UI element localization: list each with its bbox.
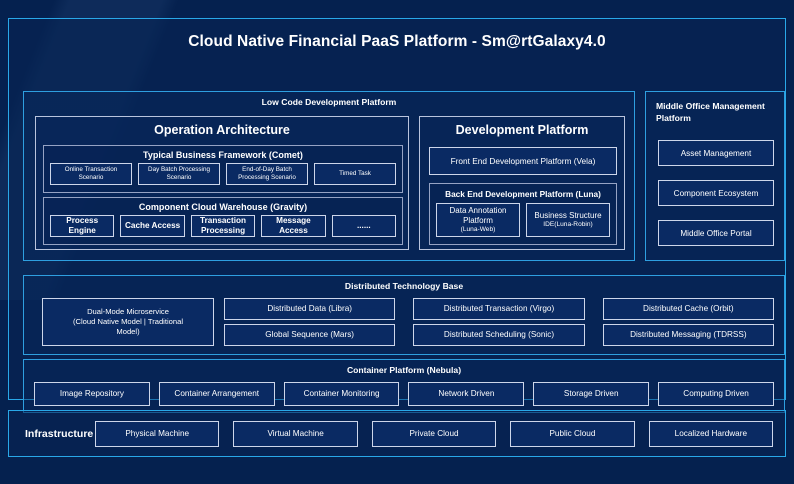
subpanel-title-comet: Typical Business Framework (Comet): [143, 150, 303, 160]
box-asset-management[interactable]: Asset Management: [658, 140, 774, 166]
infrastructure-row: Physical Machine Virtual Machine Private…: [95, 420, 777, 447]
box-distributed-cache[interactable]: Distributed Cache (Orbit): [602, 298, 774, 320]
subpanel-typical-business-framework: Typical Business Framework (Comet) Onlin…: [43, 145, 403, 193]
panel-operation-architecture: Operation Architecture Typical Business …: [35, 116, 409, 250]
box-container-arrangement[interactable]: Container Arrangement: [158, 382, 275, 406]
dual-mode-line-2: (Cloud Native Model | Traditional: [72, 316, 184, 326]
box-business-structure-label: Business Structure: [534, 211, 602, 221]
subpanel-title-luna: Back End Development Platform (Luna): [445, 189, 601, 199]
box-process-engine[interactable]: Process Engine: [50, 215, 115, 237]
box-cache-access[interactable]: Cache Access: [120, 215, 185, 237]
box-private-cloud[interactable]: Private Cloud: [371, 420, 497, 447]
box-gravity-more[interactable]: ......: [331, 215, 397, 237]
box-day-batch-processing-scenario[interactable]: Day Batch Processing Scenario: [138, 163, 220, 185]
box-container-monitoring[interactable]: Container Monitoring: [283, 382, 400, 406]
box-distributed-data[interactable]: Distributed Data (Libra): [224, 298, 396, 320]
box-message-access[interactable]: Message Access: [261, 215, 326, 237]
box-storage-driven[interactable]: Storage Driven: [533, 382, 650, 406]
section-middle-office-management-platform: Middle Office Management Platform Asset …: [645, 91, 785, 261]
section-infrastructure: Infrastructure Physical Machine Virtual …: [8, 410, 786, 457]
panel-development-platform: Development Platform Front End Developme…: [419, 116, 625, 250]
box-distributed-messaging[interactable]: Distributed Messaging (TDRSS): [602, 324, 774, 346]
box-physical-machine[interactable]: Physical Machine: [95, 420, 220, 447]
infrastructure-label: Infrastructure: [25, 427, 94, 440]
dual-mode-line-3: Model): [116, 327, 140, 336]
box-data-annotation-platform-label: Data Annotation Platform: [449, 206, 507, 225]
box-localized-hardware[interactable]: Localized Hardware: [648, 420, 774, 447]
subpanel-back-end-development-platform: Back End Development Platform (Luna) Dat…: [429, 183, 617, 245]
section-distributed-technology-base: Distributed Technology Base Dual-Mode Mi…: [23, 275, 785, 355]
box-business-structure-sub: IDE(Luna-Robin): [543, 220, 593, 228]
section-title-middle-office: Middle Office Management Platform: [656, 101, 765, 123]
box-public-cloud[interactable]: Public Cloud: [510, 420, 635, 447]
section-low-code-development-platform: Low Code Development Platform Operation …: [23, 91, 635, 261]
panel-title-operation-architecture: Operation Architecture: [154, 123, 290, 137]
box-global-sequence[interactable]: Global Sequence (Mars): [224, 324, 396, 346]
luna-item-row: Data Annotation Platform (Luna-Web) Busi…: [430, 203, 616, 237]
box-distributed-scheduling[interactable]: Distributed Scheduling (Sonic): [413, 324, 585, 346]
box-transaction-processing[interactable]: Transaction Processing: [190, 215, 256, 237]
distributed-technology-grid: Distributed Data (Libra) Distributed Tra…: [224, 298, 774, 346]
box-dual-mode-microservice[interactable]: Dual-Mode Microservice (Cloud Native Mod…: [42, 298, 214, 346]
dual-mode-line-1: Dual-Mode Microservice: [87, 306, 169, 316]
panel-title-development-platform: Development Platform: [455, 123, 589, 137]
gravity-item-row: Process Engine Cache Access Transaction …: [44, 215, 402, 237]
container-platform-row: Image Repository Container Arrangement C…: [34, 382, 774, 406]
box-distributed-transaction[interactable]: Distributed Transaction (Virgo): [413, 298, 585, 320]
page-title: Cloud Native Financial PaaS Platform - S…: [188, 33, 606, 50]
box-component-ecosystem[interactable]: Component Ecosystem: [658, 180, 774, 206]
box-computing-driven[interactable]: Computing Driven: [658, 382, 774, 406]
section-title-container-platform: Container Platform (Nebula): [346, 365, 462, 375]
section-container-platform: Container Platform (Nebula) Image Reposi…: [23, 359, 785, 413]
box-middle-office-portal[interactable]: Middle Office Portal: [658, 220, 774, 246]
box-timed-task[interactable]: Timed Task: [314, 163, 396, 185]
box-virtual-machine[interactable]: Virtual Machine: [233, 420, 358, 447]
box-image-repository[interactable]: Image Repository: [34, 382, 150, 406]
box-data-annotation-platform-sub: (Luna-Web): [460, 225, 496, 233]
box-online-transaction-scenario[interactable]: Online Transaction Scenario: [50, 163, 132, 185]
subpanel-title-gravity: Component Cloud Warehouse (Gravity): [138, 202, 308, 212]
box-end-of-day-batch-processing-scenario[interactable]: End-of-Day Batch Processing Scenario: [226, 163, 308, 185]
platform-frame: Cloud Native Financial PaaS Platform - S…: [8, 18, 786, 413]
box-network-driven[interactable]: Network Driven: [408, 382, 525, 406]
subpanel-component-cloud-warehouse: Component Cloud Warehouse (Gravity) Proc…: [43, 197, 403, 245]
box-data-annotation-platform[interactable]: Data Annotation Platform (Luna-Web): [436, 203, 520, 237]
section-title-low-code: Low Code Development Platform: [261, 97, 397, 107]
box-front-end-development-platform[interactable]: Front End Development Platform (Vela): [429, 147, 617, 175]
box-business-structure-ide[interactable]: Business Structure IDE(Luna-Robin): [526, 203, 610, 237]
section-title-distributed-technology-base: Distributed Technology Base: [344, 281, 464, 291]
comet-item-row: Online Transaction Scenario Day Batch Pr…: [44, 163, 402, 185]
